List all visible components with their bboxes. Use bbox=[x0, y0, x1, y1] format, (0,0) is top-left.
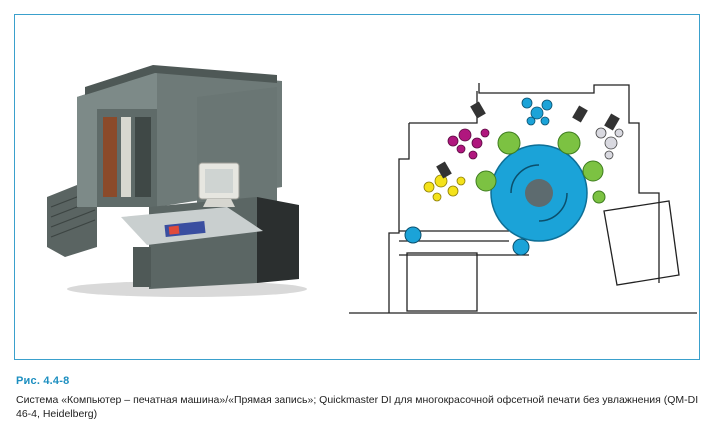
figure-caption: Система «Компьютер – печатная машина»/«П… bbox=[16, 394, 699, 420]
figure-label: Рис. 4.4-8 bbox=[16, 375, 70, 387]
figure-frame bbox=[14, 14, 700, 360]
press-schematic bbox=[349, 83, 697, 314]
press-photo bbox=[47, 65, 307, 297]
